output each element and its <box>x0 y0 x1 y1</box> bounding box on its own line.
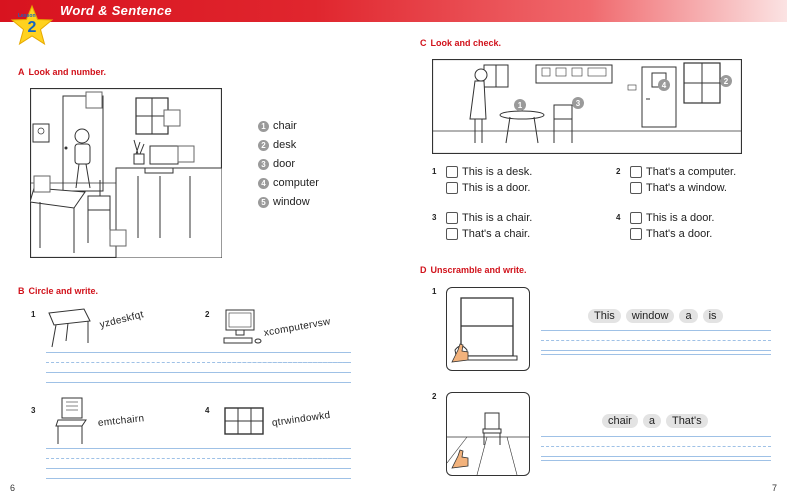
pointing-hand-icon <box>451 449 469 469</box>
choice-option[interactable]: That's a computer. <box>630 166 736 178</box>
choice-option[interactable]: This is a door. <box>630 212 714 224</box>
word-chip: chair <box>602 414 638 428</box>
choice-group: This is a desk. This is a door. <box>446 166 532 194</box>
choice-group: That's a computer. That's a window. <box>630 166 736 194</box>
word-label: desk <box>273 139 297 151</box>
scrambled-letters: xcomputervsw <box>263 316 332 339</box>
scrambled-letters: qtrwindowkd <box>271 409 332 429</box>
section-c-letter: C <box>420 38 427 48</box>
classroom-picture <box>30 88 222 258</box>
number-badge: 4 <box>258 177 269 189</box>
item-number: 1 <box>31 310 36 319</box>
list-item: 4 computer <box>258 177 319 189</box>
page-number-left: 6 <box>10 483 16 493</box>
list-item: 3 door <box>258 158 319 170</box>
item-number: 1 <box>432 287 437 296</box>
writing-lines <box>46 352 351 386</box>
checkbox[interactable] <box>446 182 458 194</box>
writing-lines <box>541 330 771 364</box>
word-chip: This <box>588 309 621 323</box>
item-number: 2 <box>432 392 437 401</box>
checkbox[interactable] <box>630 228 642 240</box>
item-number: 4 <box>205 406 210 415</box>
choice-option[interactable]: That's a chair. <box>446 228 532 240</box>
number-badge: 2 <box>258 139 269 151</box>
lesson-label: Lesson <box>18 13 36 19</box>
writing-lines <box>218 352 348 386</box>
checkbox[interactable] <box>446 212 458 224</box>
chair-icon <box>55 397 87 444</box>
item-number: 2 <box>205 310 210 319</box>
item-number: 3 <box>31 406 36 415</box>
lesson-number: 2 <box>27 19 37 36</box>
choice-option[interactable]: This is a desk. <box>446 166 532 178</box>
choice-option[interactable]: This is a door. <box>446 182 532 194</box>
number-badge: 1 <box>258 120 269 132</box>
item-number: 3 <box>432 213 437 222</box>
choice-option[interactable]: That's a door. <box>630 228 714 240</box>
window-picture <box>446 287 530 371</box>
page-number-right: 7 <box>772 483 778 493</box>
picture-label: 2 <box>724 77 729 86</box>
number-badge: 3 <box>258 158 269 170</box>
checkbox[interactable] <box>446 166 458 178</box>
word-chip: is <box>702 309 723 323</box>
picture-label: 3 <box>576 99 581 108</box>
window-icon <box>224 407 264 435</box>
word-label: computer <box>273 177 319 189</box>
list-item: 5 window <box>258 196 319 208</box>
choice-group: This is a door. That's a door. <box>630 212 714 240</box>
item-number: 1 <box>432 167 437 176</box>
room-picture: 1 2 3 4 <box>432 59 742 154</box>
word-chip: a <box>642 414 661 428</box>
word-chip: a <box>679 309 698 323</box>
checkbox[interactable] <box>446 228 458 240</box>
pointing-hand-icon <box>451 343 469 363</box>
word-label: door <box>273 158 296 170</box>
word-chip: window <box>625 309 675 323</box>
page-title: Word & Sentence <box>60 3 172 18</box>
item-number: 4 <box>616 213 621 222</box>
checkbox[interactable] <box>630 182 642 194</box>
picture-label: 1 <box>518 101 523 110</box>
number-badge: 5 <box>258 196 269 208</box>
section-a-letter: A <box>18 67 25 77</box>
scrambled-letters: yzdeskfqt <box>98 309 145 331</box>
word-label: window <box>273 196 310 208</box>
item-number: 2 <box>616 167 621 176</box>
list-item: 2 desk <box>258 139 319 151</box>
header-banner <box>0 0 787 22</box>
list-item: 1 chair <box>258 120 319 132</box>
section-a-word-list: 1 chair 2 desk 3 door 4 computer 5 window <box>258 120 319 208</box>
scrambled-letters: emtchairn <box>97 413 145 429</box>
picture-label: 4 <box>662 81 667 90</box>
choice-group: This is a chair. That's a chair. <box>446 212 532 240</box>
choice-option[interactable]: That's a window. <box>630 182 736 194</box>
writing-lines <box>218 448 348 482</box>
desk-icon <box>48 308 91 348</box>
lesson-star-icon <box>10 4 54 46</box>
writing-lines <box>541 436 771 470</box>
writing-lines <box>46 448 351 482</box>
section-d-letter: D <box>420 265 427 275</box>
computer-icon <box>223 309 262 344</box>
section-b-letter: B <box>18 286 25 296</box>
word-label: chair <box>273 120 297 132</box>
checkbox[interactable] <box>630 166 642 178</box>
word-chip: That's <box>665 414 708 428</box>
checkbox[interactable] <box>630 212 642 224</box>
choice-option[interactable]: This is a chair. <box>446 212 532 224</box>
